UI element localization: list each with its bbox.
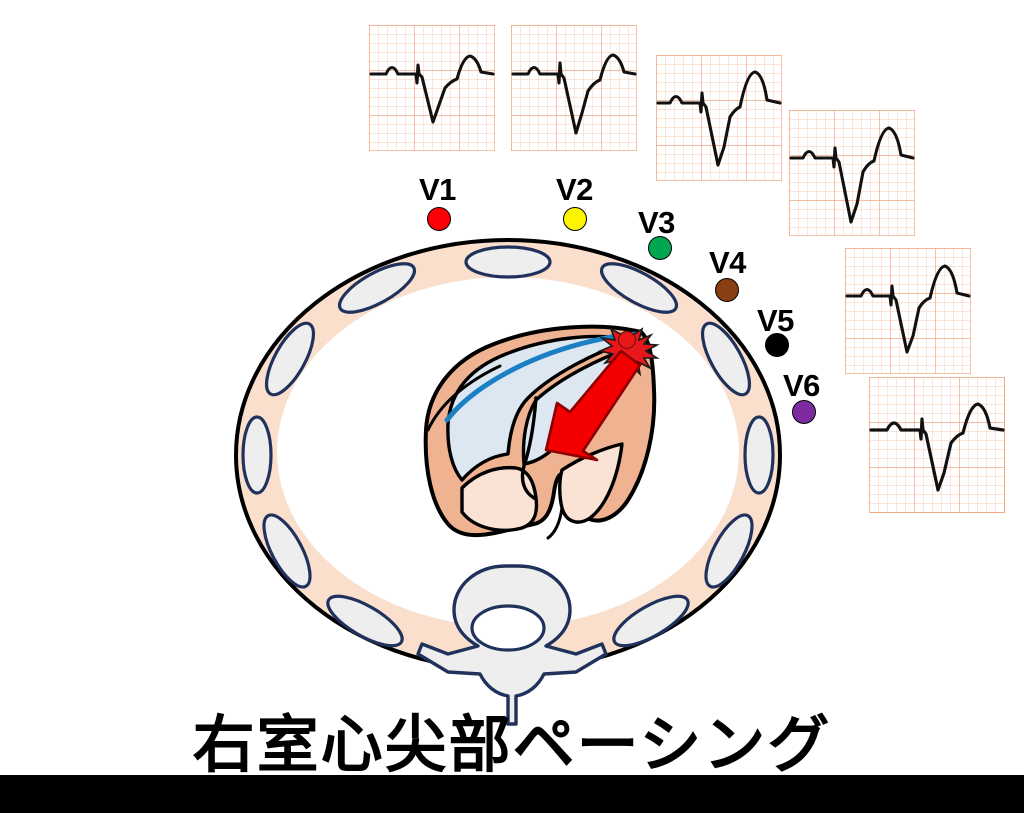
starburst [597, 327, 660, 380]
ecg-panel-v5 [844, 247, 972, 375]
lead-label-v1: V1 [419, 172, 456, 207]
bottom-bar [0, 775, 1024, 813]
rib [700, 321, 752, 397]
pacing-site-starburst [597, 327, 660, 380]
pacing-electrode [617, 330, 637, 350]
electrode-dot-v3[interactable] [648, 236, 672, 260]
septum-upper [426, 364, 502, 432]
rib [337, 262, 417, 314]
page-title: 右室心尖部ペーシング [192, 708, 832, 781]
lead-label-v6: V6 [783, 368, 820, 403]
ecg-grid-v6 [868, 376, 1006, 514]
rib [743, 415, 775, 495]
rib [264, 321, 316, 397]
ecg-svg-v6 [868, 376, 1006, 514]
ecg-panel-v6 [868, 376, 1006, 514]
lead-label-v5: V5 [757, 303, 794, 338]
ecg-svg-v1 [368, 24, 496, 152]
left-atrium-cavity [446, 334, 634, 482]
heart [423, 324, 660, 540]
ecg-grid-v5 [844, 247, 972, 375]
rib [262, 513, 312, 589]
ecg-svg-v2 [510, 24, 638, 152]
ecg-grid-v1 [368, 24, 496, 152]
ecg-panel-v4 [788, 109, 916, 237]
left-ventricle-cavity [521, 346, 632, 466]
ecg-panel-v2 [510, 24, 638, 152]
ecg-svg-v4 [788, 109, 916, 237]
ecg-svg-v5 [844, 247, 972, 375]
interventricular-septum [520, 396, 538, 500]
ecg-trace-v5 [845, 264, 971, 354]
rib [464, 245, 552, 279]
pacing-catheter [444, 331, 641, 423]
electrode-dot-v6[interactable] [792, 400, 816, 424]
lead-label-v2: V2 [556, 172, 593, 207]
ecg-trace-v3 [656, 70, 782, 167]
electrode-dot-v2[interactable] [563, 207, 587, 231]
ecg-trace-v4 [789, 126, 915, 224]
thorax-inner-cavity [277, 277, 739, 627]
electrode-dot-v1[interactable] [427, 207, 451, 231]
rib [599, 262, 679, 314]
ecg-svg-v3 [655, 54, 783, 182]
lead-label-v4: V4 [709, 245, 746, 280]
rib [612, 594, 690, 648]
apex-groove [546, 506, 564, 540]
ecg-trace-v1 [369, 54, 495, 124]
lead-label-v3: V3 [638, 205, 675, 240]
ecg-trace-v2 [511, 53, 637, 135]
thorax-outline [234, 238, 782, 672]
heart-outline [423, 324, 657, 538]
ecg-grid-v2 [510, 24, 638, 152]
ecg-panel-v1 [368, 24, 496, 152]
electrode-dot-v5[interactable] [765, 333, 789, 357]
rib [241, 415, 273, 495]
ribs [241, 245, 775, 648]
ecg-trace-v6 [869, 402, 1005, 492]
electrode-dot-v4[interactable] [715, 278, 739, 302]
rib [326, 594, 404, 648]
depolarisation-arrow [544, 349, 642, 462]
spinal-canal [470, 604, 546, 652]
rib [704, 513, 754, 589]
right-ventricle-cavity [558, 442, 624, 524]
ecg-panel-v3 [655, 54, 783, 182]
right-atrium-cavity [460, 465, 539, 532]
